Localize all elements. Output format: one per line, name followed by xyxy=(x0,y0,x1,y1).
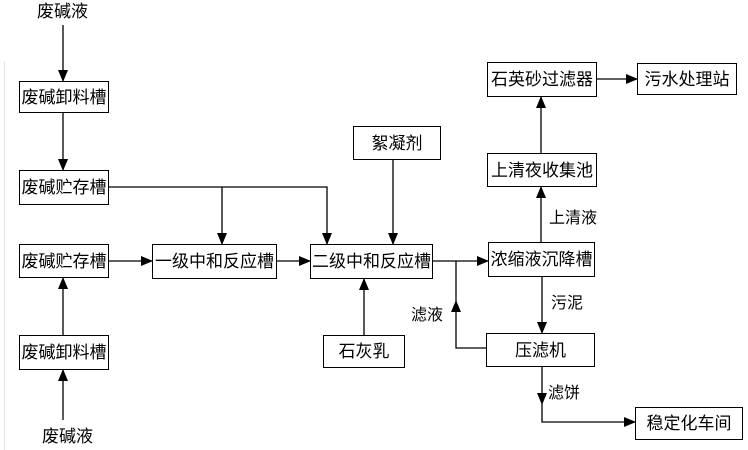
filter-cake-down-arrowhead xyxy=(537,393,547,405)
node-stabilization-workshop: 稳定化车间 xyxy=(635,407,743,440)
node-waste-storage-tank-bottom: 废碱贮存槽 xyxy=(19,244,109,278)
node-waste-storage-tank-top: 废碱贮存槽 xyxy=(19,170,109,205)
edge-press-filtrate-return xyxy=(455,261,487,349)
label-sludge: 污泥 xyxy=(551,295,584,312)
node-flocculant: 絮凝剂 xyxy=(353,126,441,160)
label-filter-cake: 滤饼 xyxy=(548,385,581,402)
edge-storage-top-to-neutral2 xyxy=(109,186,332,245)
node-waste-unload-tank-bottom: 废碱卸料槽 xyxy=(19,335,109,370)
scan-artifact-line xyxy=(4,62,5,450)
node-second-stage-neutralization-tank: 二级中和反应槽 xyxy=(310,244,433,279)
node-sewage-treatment-station: 污水处理站 xyxy=(637,63,737,95)
node-lime-milk: 石灰乳 xyxy=(323,335,405,368)
node-filter-press: 压滤机 xyxy=(486,333,595,367)
node-concentrate-settling-tank: 浓缩液沉降槽 xyxy=(488,242,595,277)
label-filtrate: 滤液 xyxy=(411,307,444,324)
node-waste-unload-tank-top: 废碱卸料槽 xyxy=(19,81,109,113)
node-supernatant-collection-pool: 上清夜收集池 xyxy=(487,153,597,187)
node-first-stage-neutralization-tank: 一级中和反应槽 xyxy=(152,244,277,279)
filtrate-up-arrowhead xyxy=(451,300,461,312)
label-waste-alkali-input-top: 废碱液 xyxy=(37,2,88,21)
edge-press-to-stabilize xyxy=(541,367,636,427)
label-supernatant: 上清液 xyxy=(549,210,598,227)
node-quartz-sand-filter: 石英砂过滤器 xyxy=(487,62,597,97)
label-waste-alkali-input-bottom: 废碱液 xyxy=(42,427,93,446)
